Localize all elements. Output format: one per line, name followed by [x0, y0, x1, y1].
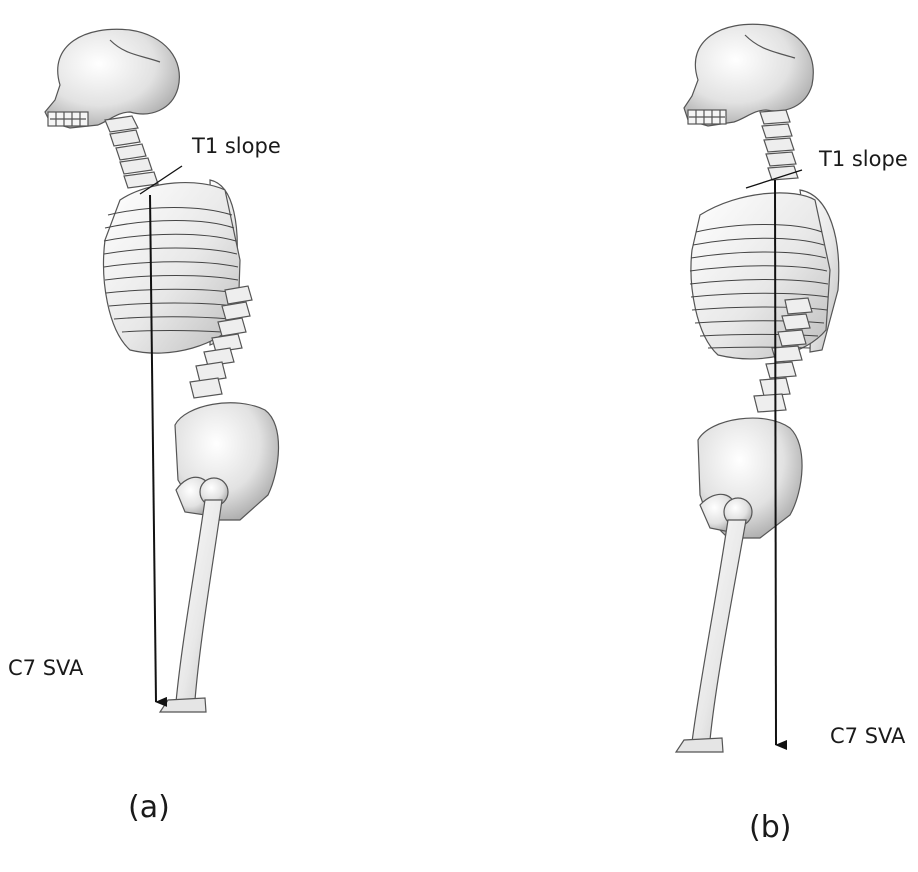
femur — [176, 500, 222, 702]
c7-sva-label-a: C7 SVA — [8, 656, 83, 680]
skeleton-illustration-a — [0, 0, 460, 872]
t1-slope-label-b: T1 slope — [819, 147, 908, 171]
t1-slope-label-a: T1 slope — [192, 134, 281, 158]
femur — [692, 520, 746, 742]
c7-sva-label-b: C7 SVA — [830, 724, 905, 748]
panel-caption-a: (a) — [128, 790, 170, 825]
panel-caption-b: (b) — [749, 810, 791, 845]
